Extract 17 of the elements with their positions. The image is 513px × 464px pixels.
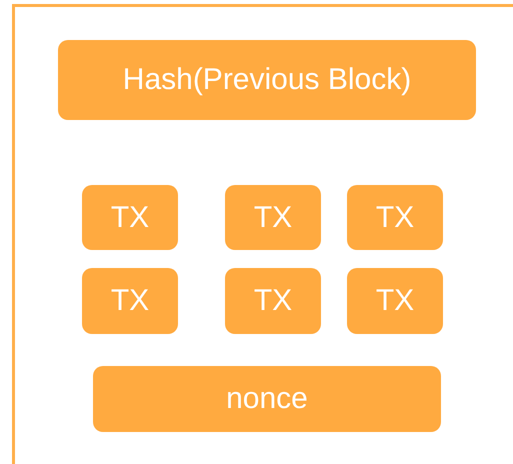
box-label: TX <box>376 284 414 318</box>
box-label: Hash(Previous Block) <box>122 63 412 97</box>
block-field-box <box>347 185 443 250</box>
block-field-box <box>82 185 178 250</box>
block-field-box <box>347 268 443 334</box>
box-label: TX <box>254 284 292 318</box>
box-label: TX <box>254 200 292 234</box>
block-frame <box>12 4 513 464</box>
box-label: TX <box>110 284 150 318</box>
box-label: TX <box>376 200 414 234</box>
header-box <box>58 40 476 120</box>
box-label: nonce <box>226 382 308 416</box>
block-field-box <box>225 185 321 250</box>
block-field-box <box>82 268 178 334</box>
block-field-box <box>93 366 441 432</box>
box-label: TX <box>110 200 150 234</box>
block-field-box <box>225 268 321 334</box>
